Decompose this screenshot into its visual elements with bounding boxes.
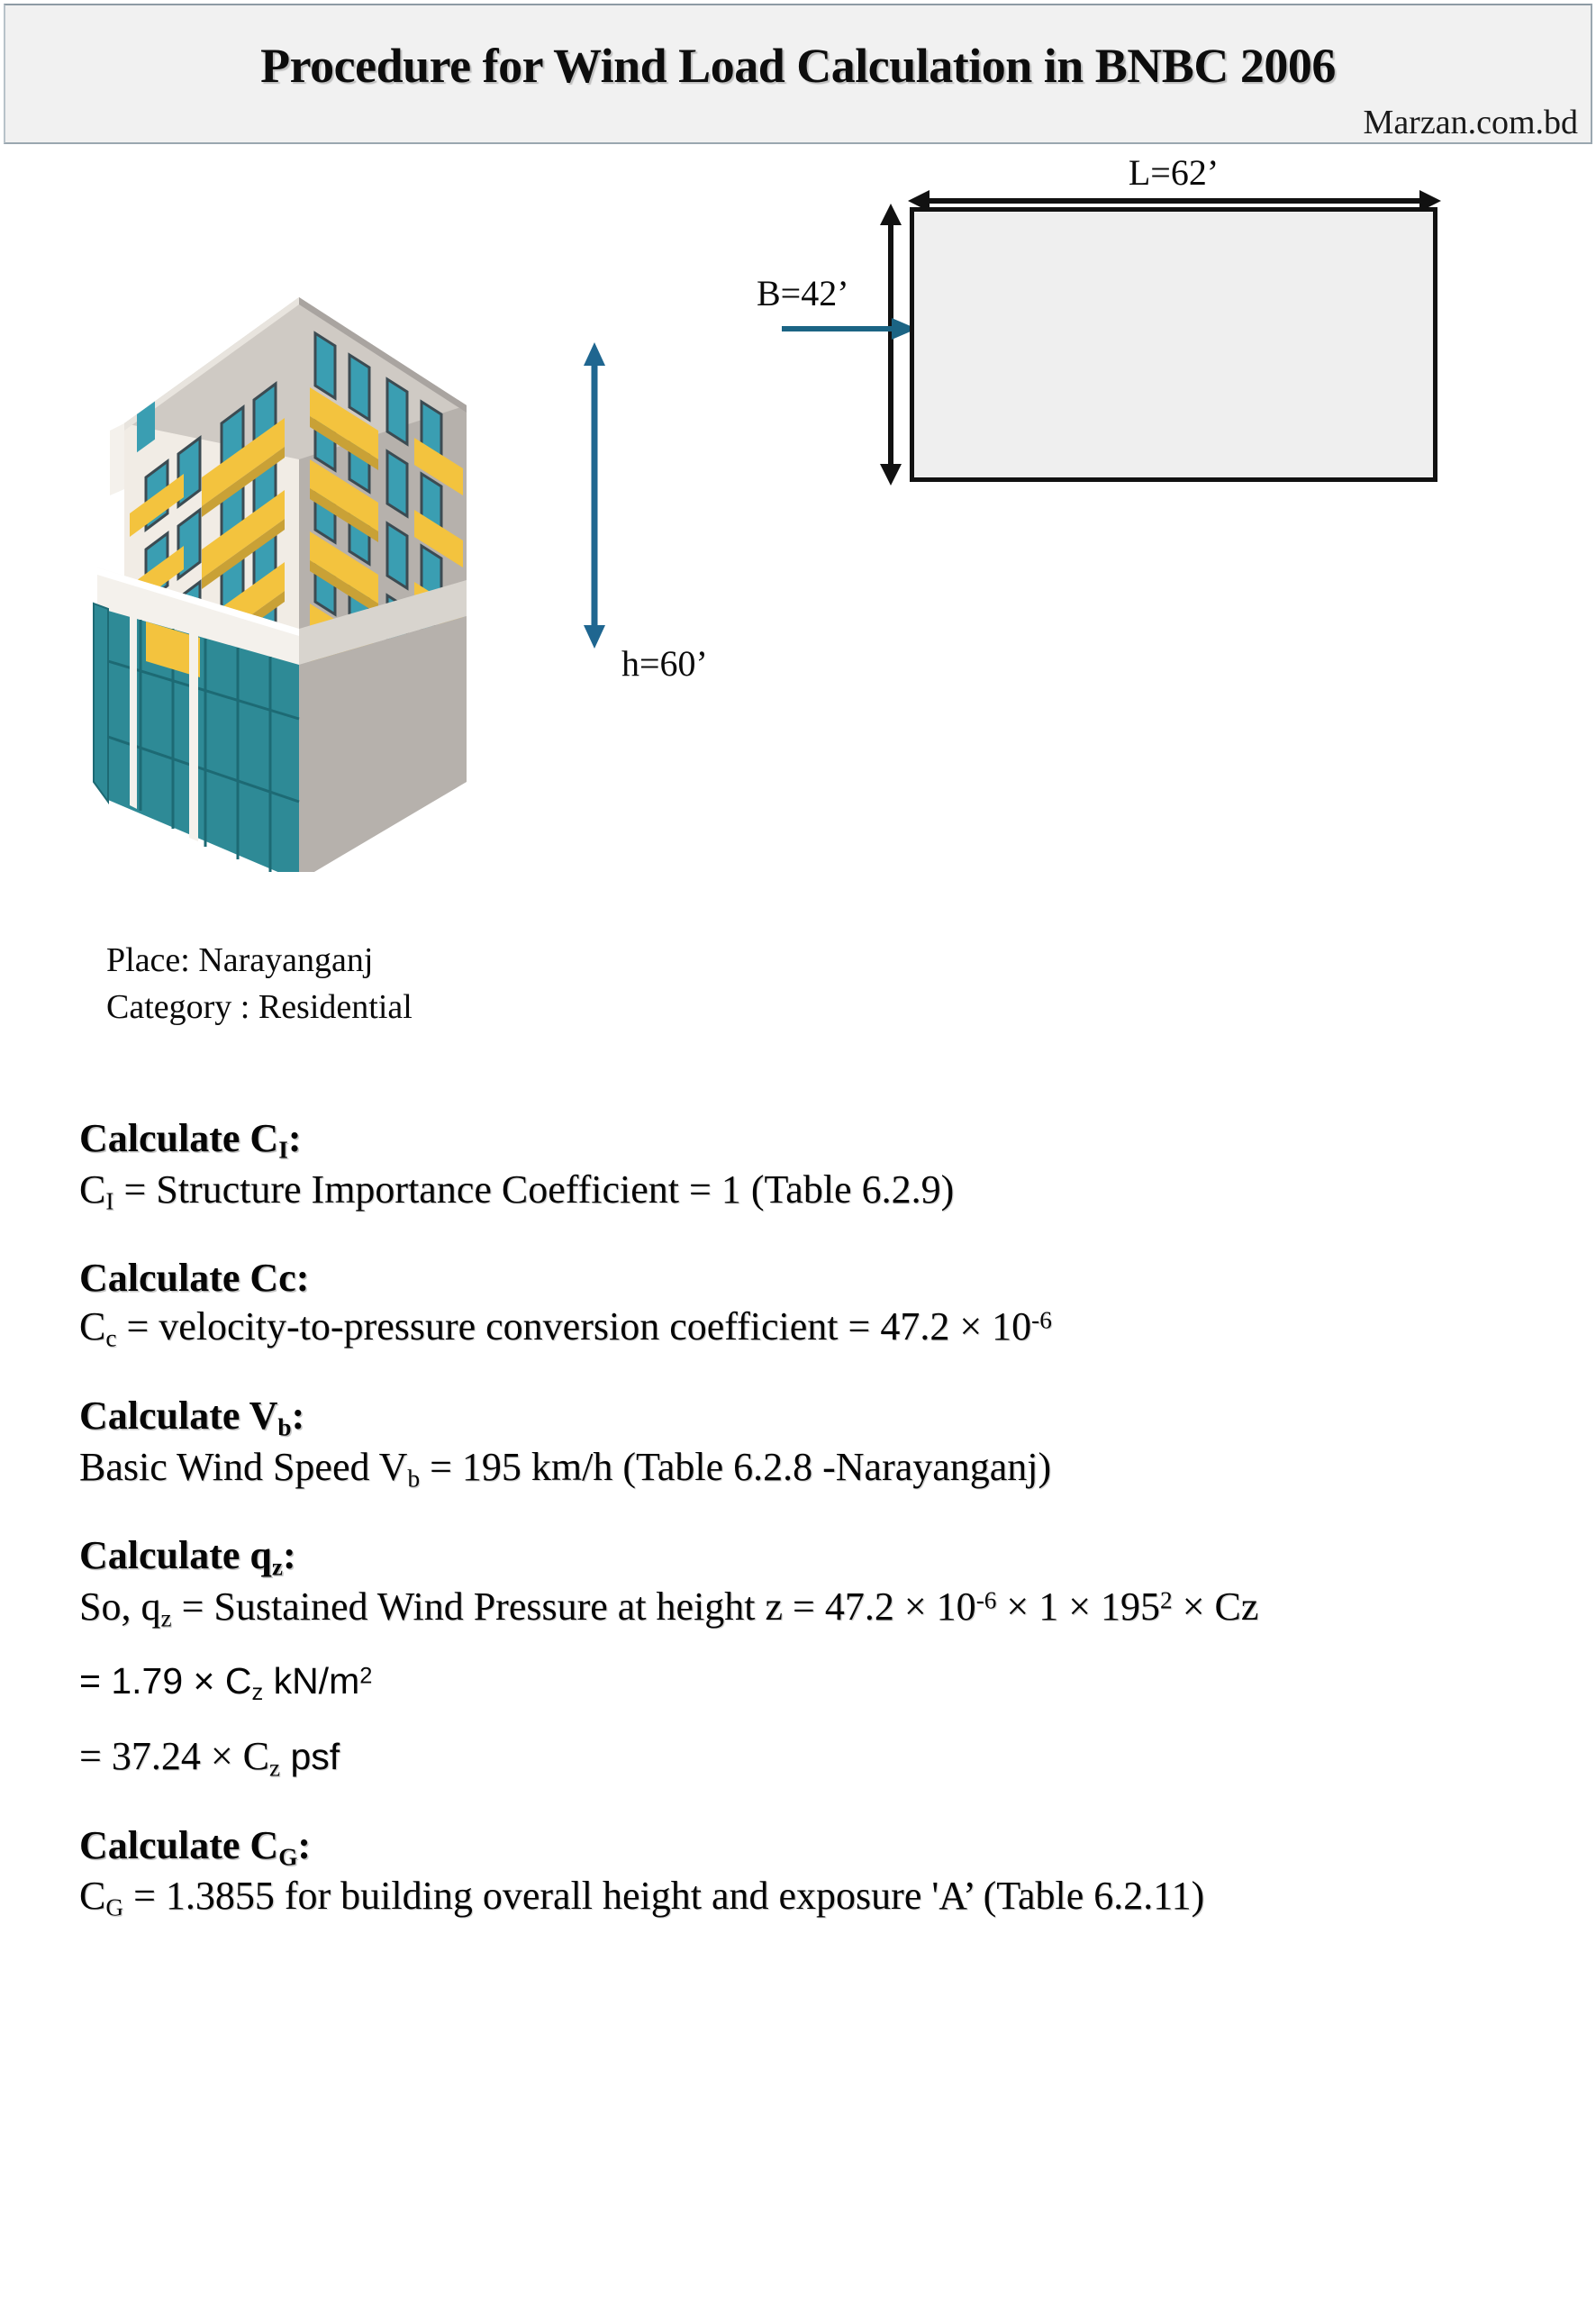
category-line: Category : Residential (106, 988, 413, 1027)
building-height-dimension-arrow (576, 342, 612, 649)
calc-group-vb: Calculate Vb: Basic Wind Speed Vb = 195 … (79, 1393, 1538, 1494)
project-meta-block: Place: Narayanganj Category : Residentia… (106, 937, 413, 1031)
site-watermark: Marzan.com.bd (1363, 104, 1578, 141)
figure-area: h=60’ L=62’ B=42’ (0, 151, 1596, 926)
calc-line-cg: CG = 1.3855 for building overall height … (79, 1874, 1205, 1922)
calculation-body: Calculate CI: CI = Structure Importance … (79, 1115, 1538, 1962)
place-line: Place: Narayanganj (106, 941, 374, 979)
plan-breadth-dimension-arrow (879, 204, 902, 486)
calc-group-qz: Calculate qz: So, qz = Sustained Wind Pr… (79, 1532, 1538, 1784)
calc-heading-vb: Calculate Vb: (79, 1393, 305, 1441)
building-illustration-icon (90, 160, 594, 881)
calc-heading-cg: Calculate CG: (79, 1822, 312, 1871)
header-banner: Procedure for Wind Load Calculation in B… (4, 4, 1592, 144)
result-line-qz-kn: = 1.79 × Cz kN/m2 (79, 1660, 373, 1706)
calc-heading-qz: Calculate qz: (79, 1533, 296, 1581)
calc-line-ci: CI = Structure Importance Coefficient = … (79, 1167, 955, 1215)
calc-line-vb: Basic Wind Speed Vb = 195 km/h (Table 6.… (79, 1444, 1052, 1493)
calc-group-cg: Calculate CG: CG = 1.3855 for building o… (79, 1822, 1538, 1924)
calc-heading-cc: Calculate Cc: (79, 1256, 310, 1301)
calc-line-cc: Cc = velocity-to-pressure conversion coe… (79, 1304, 1052, 1352)
building-height-label: h=60’ (621, 643, 708, 684)
wind-direction-arrow-icon (782, 317, 917, 340)
plan-length-label: L=62’ (1128, 152, 1220, 193)
plan-breadth-label: B=42’ (757, 273, 849, 313)
calc-line-qz: So, qz = Sustained Wind Pressure at heig… (79, 1584, 1259, 1632)
calc-group-cc: Calculate Cc: Cc = velocity-to-pressure … (79, 1255, 1538, 1354)
plan-rectangle (910, 207, 1437, 482)
result-line-qz-psf: = 37.24 × Cz psf (79, 1734, 340, 1782)
plan-length-dimension-arrow (908, 189, 1441, 213)
calc-group-ci: Calculate CI: CI = Structure Importance … (79, 1115, 1538, 1217)
calc-heading-ci: Calculate CI: (79, 1116, 302, 1164)
plan-diagram: L=62’ B=42’ (757, 151, 1477, 620)
page-title: Procedure for Wind Load Calculation in B… (260, 39, 1336, 93)
